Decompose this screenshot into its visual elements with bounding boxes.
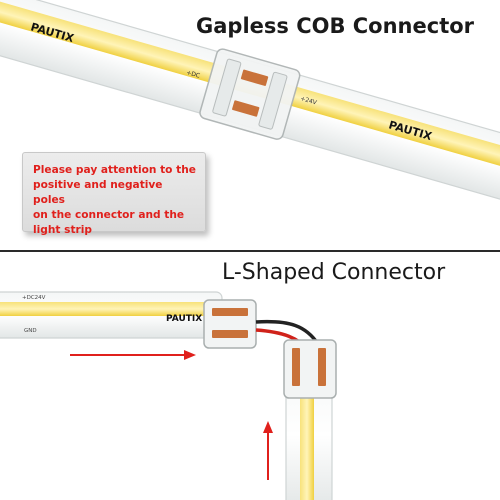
gapless-connector	[199, 48, 301, 140]
note-line-1: Please pay attention to the	[33, 164, 196, 176]
polarity-warning-note: Please pay attention to the positive and…	[22, 152, 206, 236]
cob-strip-horizontal	[0, 291, 257, 349]
section-divider	[0, 250, 500, 252]
note-line-3: on the connector and the	[33, 209, 185, 221]
polarity-label-plus-dc24v: +DC24V	[22, 295, 46, 301]
cob-strip-top	[0, 0, 500, 226]
l-connector-horizontal-clip	[203, 299, 257, 349]
brand-label-bottom: PAUTIX	[166, 314, 202, 324]
note-line-4: light strip	[33, 224, 92, 236]
cob-strip-vertical	[283, 339, 337, 500]
arrow-right-icon	[70, 350, 196, 360]
polarity-label-gnd: GND	[24, 328, 37, 334]
note-line-2: positive and negative poles	[33, 179, 163, 206]
section-title-gapless: Gapless COB Connector	[196, 14, 475, 38]
l-connector-vertical-clip	[283, 339, 337, 399]
section-title-l-shaped: L-Shaped Connector	[222, 260, 446, 285]
polarity-label-plus-dc: +DC	[185, 69, 200, 80]
arrow-up-icon	[263, 421, 273, 480]
polarity-label-plus-24v: +24V	[299, 95, 318, 107]
